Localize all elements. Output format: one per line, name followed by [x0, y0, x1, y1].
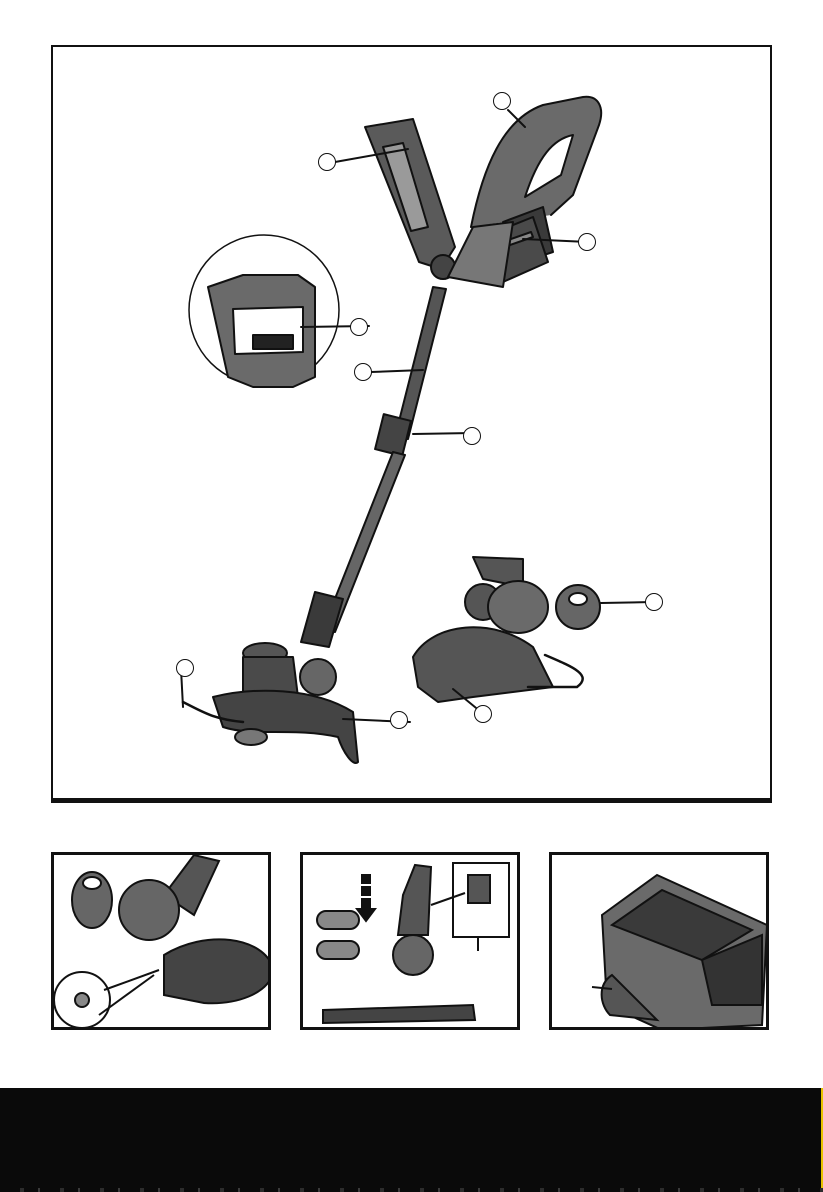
callout-shaft	[354, 363, 372, 381]
charger-icon	[552, 855, 766, 1027]
main-illustration-frame	[51, 45, 772, 803]
cutting-head	[183, 643, 358, 763]
panel-guard-fitting	[51, 852, 271, 1030]
callout-aux-handle	[318, 153, 336, 171]
callout-handle	[493, 92, 511, 110]
callout-spool-cap	[645, 593, 663, 611]
panel-charger	[549, 852, 769, 1030]
callout-collar	[463, 427, 481, 445]
callout-line-cutter	[474, 705, 492, 723]
edge-trim-view	[413, 557, 600, 702]
handle-detail-inset	[189, 235, 339, 387]
footer-edge-pattern	[0, 1188, 823, 1192]
trimmer-illustration	[53, 47, 770, 798]
auxiliary-handle	[365, 119, 455, 279]
callout-battery	[578, 233, 596, 251]
panel-guard-slide	[300, 852, 520, 1030]
footer-band	[0, 1088, 823, 1192]
callout-guard	[390, 711, 408, 729]
guard-slide-arrow-icon	[303, 855, 517, 1027]
callout-handle-detail	[350, 318, 368, 336]
guard-assembly-icon	[54, 855, 268, 1027]
callout-edge-guide	[176, 659, 194, 677]
